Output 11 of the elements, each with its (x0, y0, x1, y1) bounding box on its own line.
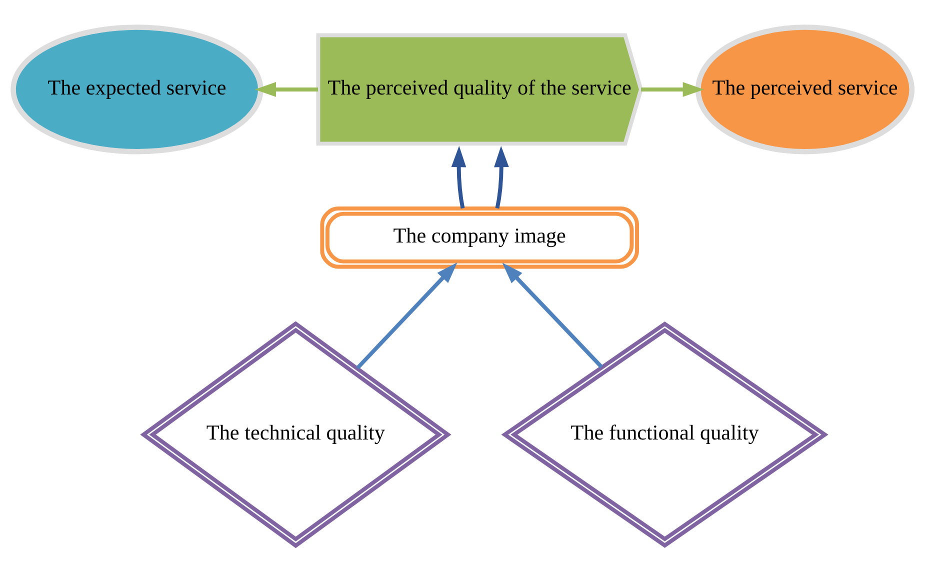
arrow (254, 82, 318, 97)
node-diamond: The functional quality (501, 321, 828, 548)
arrow (494, 146, 509, 209)
node-ellipse: The expected service (10, 24, 264, 154)
arrow (451, 146, 466, 209)
node-diamond: The technical quality (140, 321, 452, 548)
arrow (356, 262, 458, 370)
arrow (641, 82, 704, 97)
node-ellipse: The perceived service (696, 24, 915, 154)
arrow (502, 262, 604, 368)
node-box: The company image (320, 206, 639, 269)
